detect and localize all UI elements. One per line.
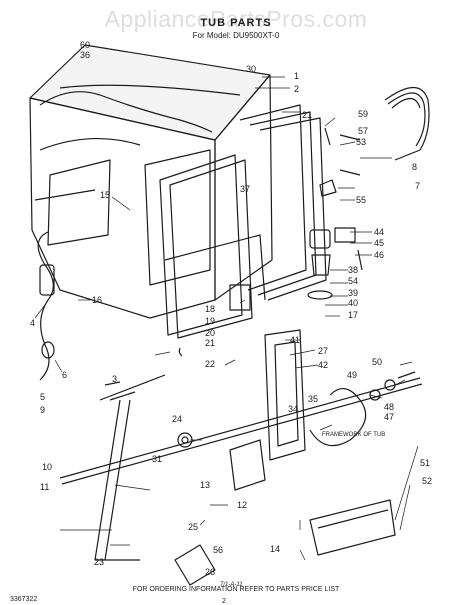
callout-7: 7 [415,181,420,191]
drain-hose [37,231,55,381]
callout-27: 27 [318,346,328,356]
callout-17: 17 [348,310,358,320]
callout-8: 8 [412,162,417,172]
callout-44: 44 [374,227,384,237]
callout-49: 49 [347,370,357,380]
callout-4: 4 [30,318,35,328]
callout-23: 23 [94,557,104,567]
callout-15: 15 [100,190,110,200]
callout-35: 35 [308,394,318,404]
callout-5: 5 [40,392,45,402]
callout-59: 59 [358,109,368,119]
watermark: AppliancePartsPros.com [104,6,368,32]
callout-52: 52 [422,476,432,486]
model-number: For Model: DU9500XT-0 [192,31,280,40]
callout-53: 53 [356,137,366,147]
bottom-frame [59,329,423,586]
callout-47: 47 [384,412,394,422]
leader-lines [34,76,419,561]
callout-60: 60 [80,40,90,50]
callout-24: 24 [172,414,182,424]
callout-2: 2 [294,84,299,94]
coil-hose [384,86,430,161]
callout-55: 55 [356,195,366,205]
tub-body [29,44,273,319]
callout-3: 3 [112,374,117,384]
callout-6: 6 [62,370,67,380]
callout-37: 37 [240,184,250,194]
callout-41: 41 [290,335,300,345]
callout-31: 31 [152,454,162,464]
callout-10: 10 [42,462,52,472]
callout-48: 48 [384,402,394,412]
callout-21b: 21 [205,338,215,348]
callout-16: 16 [92,295,102,305]
callout-18: 18 [205,304,215,314]
callout-25: 25 [188,522,198,532]
callout-21a: 21 [302,110,312,120]
callout-22: 22 [205,359,215,369]
callout-40: 40 [348,298,358,308]
callout-14: 14 [270,544,280,554]
callout-13: 13 [200,480,210,490]
callout-50: 50 [372,357,382,367]
callout-20: 20 [205,328,215,338]
callout-9: 9 [40,405,45,415]
callout-34: 34 [288,404,298,414]
callout-45: 45 [374,238,384,248]
callout-38: 38 [348,265,358,275]
callout-11: 11 [40,482,49,492]
callout-46: 46 [374,250,384,260]
callout-42: 42 [318,360,328,370]
diagram-title: TUB PARTS [200,17,272,29]
callout-19: 19 [205,316,215,326]
callout-57: 57 [358,126,368,136]
page-number: 2 [222,598,226,605]
callout-26: 26 [205,567,215,577]
hardware-parts [178,127,363,357]
callout-labels: 1 2 3 4 5 6 7 8 9 10 11 12 13 14 15 16 1… [30,40,432,577]
callout-36: 36 [80,50,90,60]
framework-label: FRAMEWORK OF TUB [322,432,385,438]
callout-56: 56 [213,545,223,555]
callout-39: 39 [348,288,358,298]
callout-12: 12 [237,500,247,510]
tub-liner-frames [159,104,327,339]
callout-30: 30 [246,64,256,74]
callout-54: 54 [348,276,358,286]
ordering-footnote: FOR ORDERING INFORMATION REFER TO PARTS … [132,586,340,593]
callout-1: 1 [294,71,299,81]
callout-51: 51 [420,458,430,468]
sub-label: 7/1-A-11 [220,582,243,588]
